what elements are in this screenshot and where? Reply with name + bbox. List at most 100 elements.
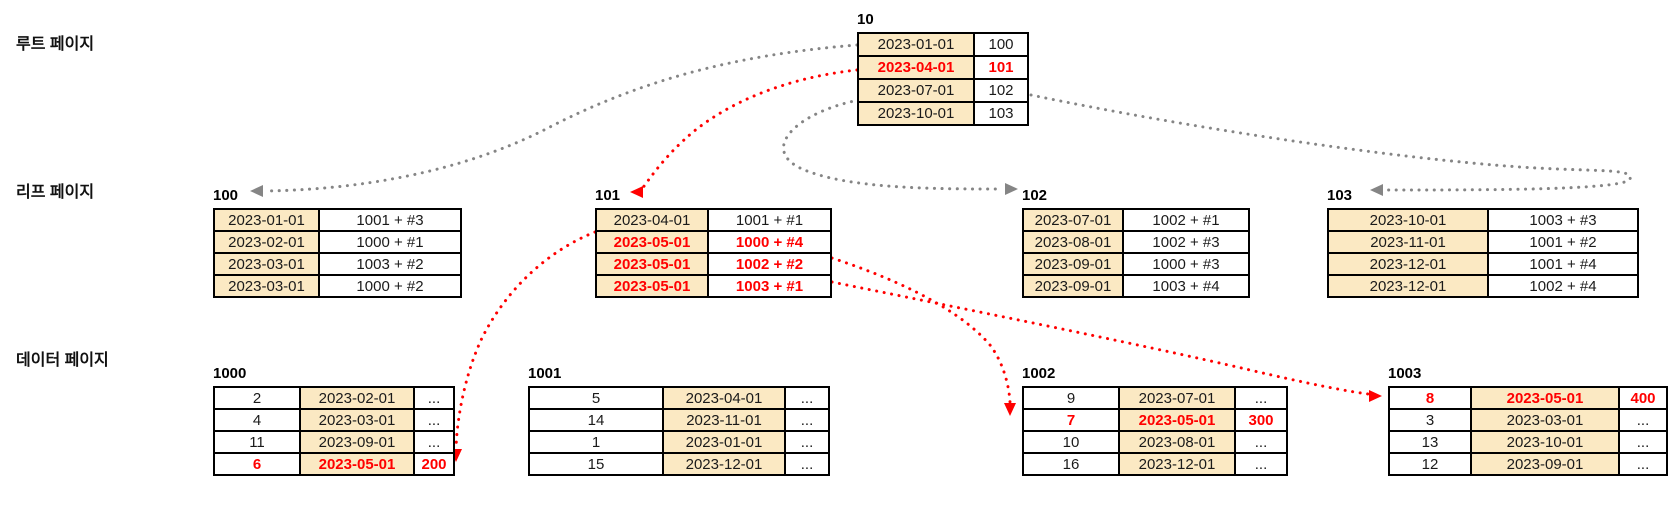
table-cell: 2: [213, 386, 301, 410]
table-cell: 2023-05-01: [299, 452, 415, 476]
table-cell: ...: [1618, 452, 1668, 476]
arrowhead-leaf101-red: [630, 186, 643, 198]
table-cell: ...: [1618, 430, 1668, 454]
table-cell: 2023-04-01: [595, 208, 709, 232]
arrowhead-data1003-red: [1369, 390, 1382, 402]
table-cell: 400: [1618, 386, 1668, 410]
table-cell: 2023-09-01: [1022, 252, 1124, 276]
table-cell: 2023-05-01: [1470, 386, 1620, 410]
page-id-label: 1000: [213, 365, 247, 382]
table-cell: 12: [1388, 452, 1472, 476]
table-cell: 10: [1022, 430, 1120, 454]
table-cell: 3: [1388, 408, 1472, 432]
table-cell: 1001 + #2: [1487, 230, 1639, 254]
table-cell: 2023-09-01: [1022, 274, 1124, 298]
level-label-data: 데이터 페이지: [16, 352, 109, 369]
dotted-arrow-root-to-leaf100: [264, 43, 859, 193]
table-cell: 5: [528, 386, 664, 410]
dotted-arrow-root-to-leaf103: [1029, 93, 1632, 192]
table-cell: 2023-12-01: [1327, 274, 1489, 298]
table-cell: 2023-08-01: [1022, 230, 1124, 254]
table-cell: 2023-08-01: [1118, 430, 1236, 454]
table-cell: 2023-03-01: [1470, 408, 1620, 432]
table-cell: ...: [413, 430, 455, 454]
page-id-label: 1002: [1022, 365, 1056, 382]
arrowhead-leaf100: [250, 185, 263, 197]
table-cell: 2023-01-01: [213, 208, 320, 232]
table-cell: ...: [1618, 408, 1668, 432]
table-cell: 1003 + #3: [1487, 208, 1639, 232]
table-cell: 13: [1388, 430, 1472, 454]
table-cell: 2023-04-01: [662, 386, 786, 410]
table-cell: 2023-10-01: [1327, 208, 1489, 232]
table-cell: 2023-07-01: [1118, 386, 1236, 410]
table-cell: 2023-07-01: [857, 78, 975, 103]
table-cell: 2023-02-01: [213, 230, 320, 254]
table-cell: 300: [1234, 408, 1288, 432]
table-cell: 102: [973, 78, 1029, 103]
table-cell: 2023-03-01: [213, 252, 320, 276]
table-cell: 1: [528, 430, 664, 454]
arrowhead-leaf103: [1370, 184, 1383, 196]
page-id-label: 102: [1022, 187, 1048, 204]
table-cell: 2023-05-01: [595, 252, 709, 276]
dotted-arrow-leaf101-to-data1003-red: [830, 280, 1370, 396]
dotted-arrow-leaf101-to-data1002-red: [830, 256, 1012, 404]
arrowhead-leaf102: [1005, 183, 1018, 195]
table-cell: 2023-09-01: [299, 430, 415, 454]
table-cell: 4: [213, 408, 301, 432]
table-cell: 1001 + #4: [1487, 252, 1639, 276]
table-cell: ...: [1234, 452, 1288, 476]
table-cell: 2023-02-01: [299, 386, 415, 410]
table-cell: ...: [784, 452, 830, 476]
table-cell: 6: [213, 452, 301, 476]
page-id-label: 1001: [528, 365, 562, 382]
table-cell: 2023-05-01: [595, 274, 709, 298]
table-cell: 200: [413, 452, 455, 476]
page-id-label: 1003: [1388, 365, 1422, 382]
page-id-label: 10: [857, 11, 874, 28]
table-cell: 2023-05-01: [595, 230, 709, 254]
table-cell: 2023-04-01: [857, 55, 975, 80]
table-cell: ...: [413, 386, 455, 410]
table-cell: 1001 + #1: [707, 208, 832, 232]
table-cell: ...: [1234, 386, 1288, 410]
table-cell: 2023-03-01: [299, 408, 415, 432]
dotted-arrow-leaf101-to-data1000-red: [454, 230, 597, 450]
table-cell: 2023-12-01: [1118, 452, 1236, 476]
dotted-arrow-root-to-leaf102: [782, 98, 1004, 191]
table-cell: 2023-10-01: [1470, 430, 1620, 454]
table-cell: ...: [413, 408, 455, 432]
table-cell: 8: [1388, 386, 1472, 410]
table-cell: 1000 + #3: [1122, 252, 1250, 276]
dotted-arrow-root-to-leaf101-red: [640, 68, 859, 191]
